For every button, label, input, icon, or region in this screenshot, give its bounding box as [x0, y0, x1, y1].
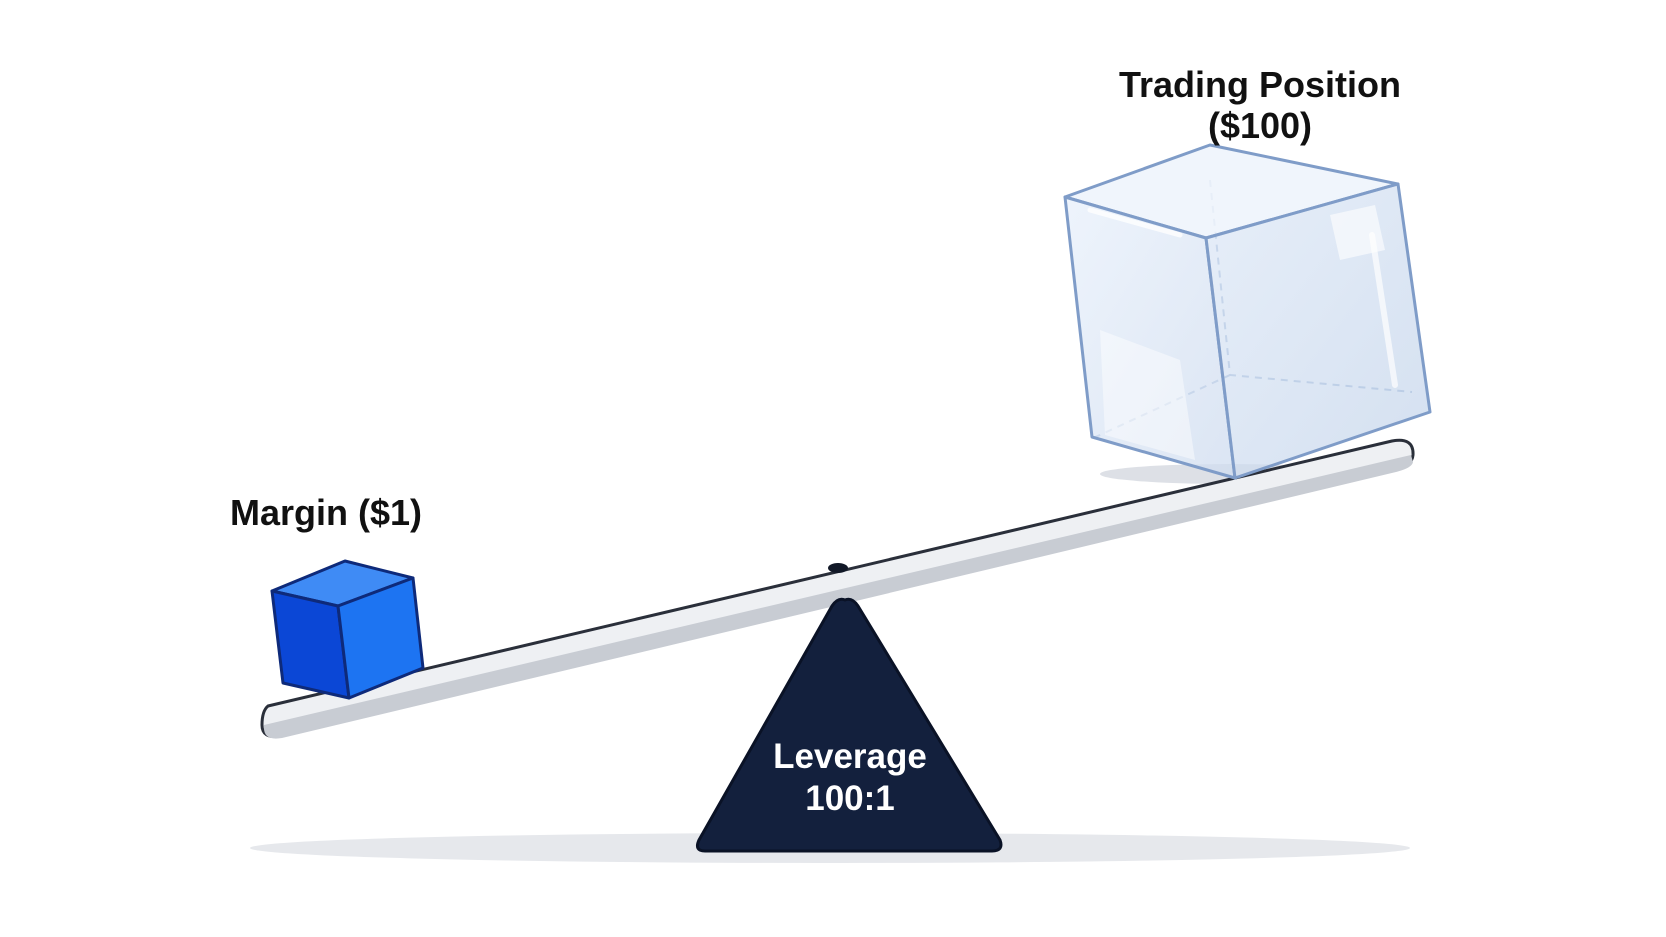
- margin-label: Margin ($1): [230, 492, 423, 533]
- leverage-ratio: 100:1: [805, 779, 895, 818]
- trading-position-value: ($100): [1207, 105, 1313, 147]
- fulcrum-triangle: [696, 597, 1003, 853]
- position-cube: [1063, 143, 1432, 480]
- margin-cube: [270, 559, 425, 700]
- trading-position-title: Trading Position: [1118, 64, 1401, 105]
- trading-position-label: Trading Position ($100): [1060, 64, 1460, 147]
- leverage-label: Leverage 100:1: [735, 736, 965, 820]
- seesaw-plank: [260, 438, 1415, 739]
- leverage-title: Leverage: [773, 737, 927, 776]
- pivot-hole: [828, 563, 848, 573]
